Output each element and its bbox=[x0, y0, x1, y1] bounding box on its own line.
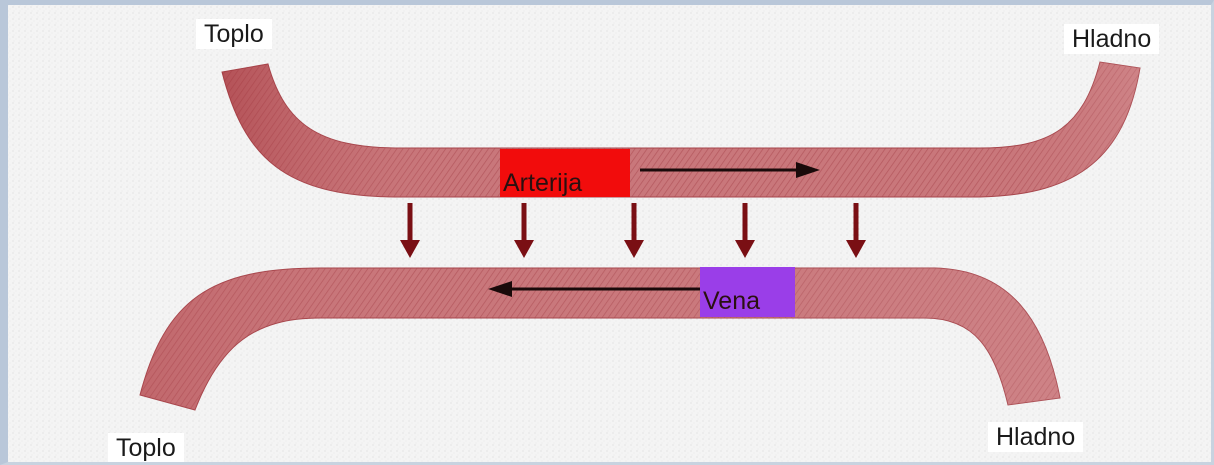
cold-label-top: Hladno bbox=[1064, 24, 1159, 54]
vein-label: Vena bbox=[700, 267, 795, 317]
warm-label-bottom: Toplo bbox=[108, 433, 184, 463]
warm-label-top: Toplo bbox=[196, 19, 272, 49]
artery-label: Arterija bbox=[500, 149, 630, 197]
cold-label-bottom: Hladno bbox=[988, 422, 1083, 452]
